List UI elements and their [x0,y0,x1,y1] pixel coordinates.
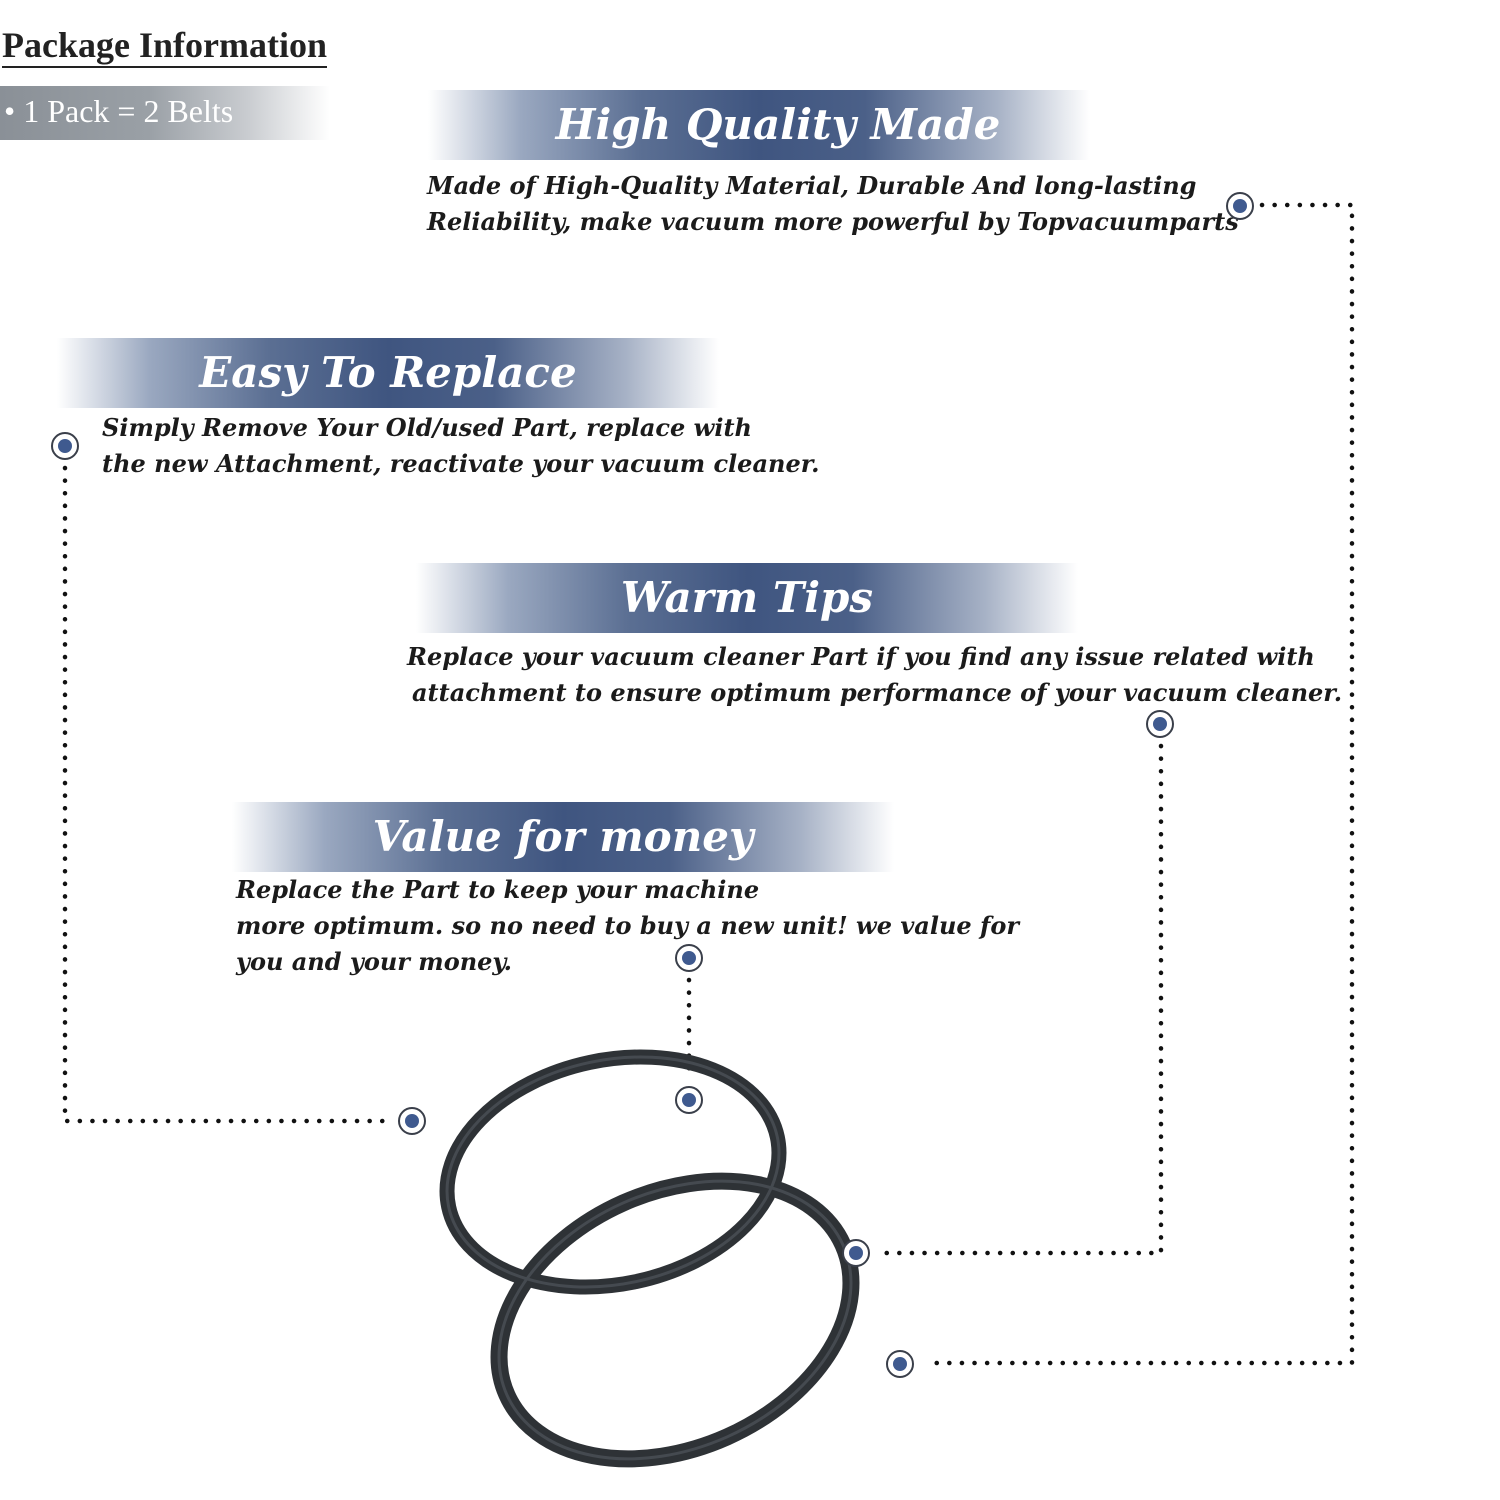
marker-warm-tips-icon [1146,710,1174,738]
connector-high-quality [923,202,1355,1366]
marker-easy-replace-icon [51,432,79,460]
dotted-connectors [62,202,1355,1366]
banner-value: Value for money [232,802,894,872]
text-line: Simply Remove Your Old/used Part, replac… [102,413,752,442]
banner-easy-replace: Easy To Replace [57,338,719,408]
title-high-quality: High Quality Made [555,100,1001,149]
marker-value-end-icon [675,1086,703,1114]
text-easy-replace: Simply Remove Your Old/used Part, replac… [102,410,820,482]
text-high-quality: Made of High-Quality Material, Durable A… [427,168,1239,240]
text-line: the new Attachment, reactivate your vacu… [102,449,820,478]
belt-front [490,1172,860,1468]
title-warm-tips: Warm Tips [620,573,874,622]
marker-easy-replace-end-icon [398,1107,426,1135]
marker-high-quality-end-icon [886,1350,914,1378]
belt-image [439,1049,860,1468]
text-line: Made of High-Quality Material, Durable A… [427,171,1197,200]
package-info-bar [0,86,330,140]
text-line: more optimum. so no need to buy a new un… [236,911,1019,940]
title-easy-replace: Easy To Replace [199,348,577,397]
marker-warm-tips-end-icon [842,1239,870,1267]
package-info-title: Package Information [2,24,327,68]
text-line: Reliability, make vacuum more powerful b… [427,207,1239,236]
marker-high-quality-icon [1226,192,1254,220]
package-item: • 1 Pack = 2 Belts [4,93,234,129]
connector-warm-tips [875,743,1164,1256]
connector-easy-replace [62,465,391,1124]
text-line: Replace the Part to keep your machine [236,875,760,904]
text-line: attachment to ensure optimum performance… [412,678,1343,707]
marker-value-icon [675,944,703,972]
text-warm-tips: Replace your vacuum cleaner Part if you … [407,639,1342,711]
title-value: Value for money [372,812,754,861]
banner-warm-tips: Warm Tips [416,563,1078,633]
text-value: Replace the Part to keep your machine mo… [236,872,1019,980]
text-line: Replace your vacuum cleaner Part if you … [407,642,1315,671]
text-line: you and your money. [236,947,512,976]
belt-back [439,1049,787,1295]
banner-high-quality: High Quality Made [428,90,1090,160]
